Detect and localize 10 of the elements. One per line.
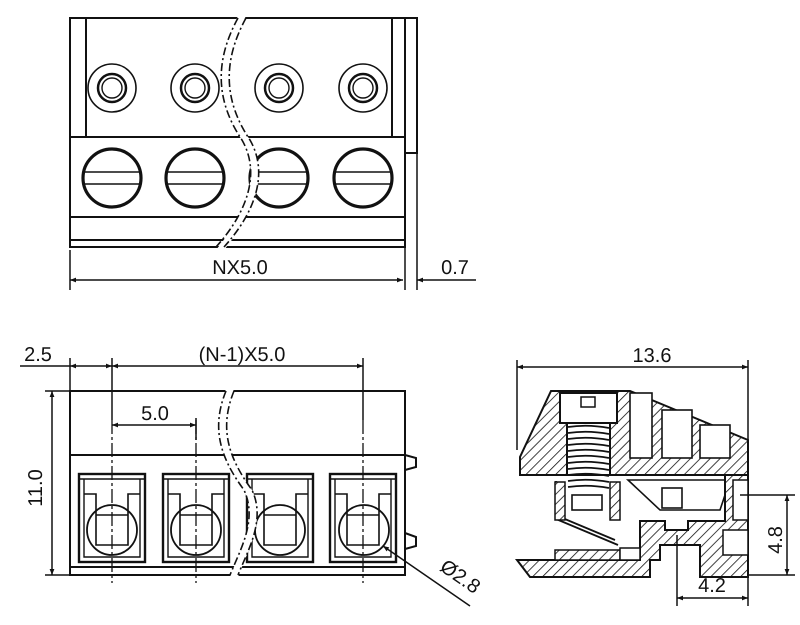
dimension-label: 5.0: [140, 404, 170, 424]
dimension-label: 0.7: [440, 258, 470, 278]
dimension-label: 11.0: [26, 468, 46, 508]
dimension-label: 2.5: [23, 345, 53, 365]
dimension-label: 4.2: [697, 576, 727, 596]
dimension-label: 4.8: [766, 525, 786, 555]
dimension-label: 13.6: [632, 346, 672, 366]
dimension-label: Ø2.8: [436, 556, 484, 598]
dimension-label: NX5.0: [211, 258, 269, 278]
dimension-label: (N-1)X5.0: [198, 345, 286, 365]
